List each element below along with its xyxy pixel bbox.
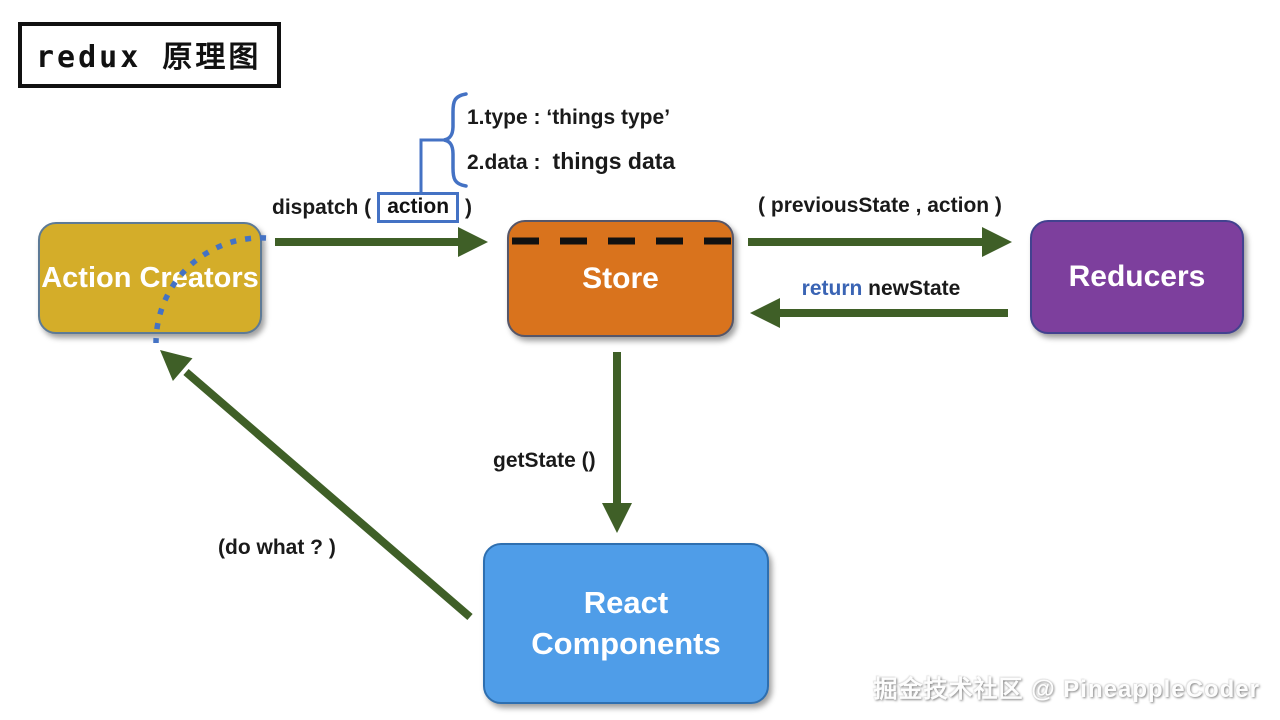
arrow-dispatch — [275, 227, 488, 257]
annotation-type: 1.type : ‘things type’ — [467, 106, 671, 129]
arrow-do-what — [160, 350, 473, 621]
node-action-creators: Action Creators — [38, 222, 262, 334]
label-previous-state: ( previousState , action ) — [758, 194, 1002, 217]
annotation-data-value: things data — [552, 148, 676, 174]
dispatch-prefix: dispatch ( — [272, 195, 372, 219]
label-dispatch: dispatch ( action ) — [272, 192, 472, 223]
annotation-data-label: 2.data : — [467, 151, 541, 174]
node-store: Store — [507, 220, 734, 337]
arrow-store-to-reducers — [748, 227, 1012, 257]
node-reducers: Reducers — [1030, 220, 1244, 334]
watermark: 掘金技术社区 @ PineappleCoder — [873, 676, 1260, 703]
brace-connector-line — [419, 138, 444, 196]
arrow-reducers-to-store — [750, 298, 1008, 328]
diagram-title: redux 原理图 — [18, 22, 282, 88]
label-getstate: getState () — [493, 449, 596, 472]
dispatch-suffix: ) — [465, 195, 473, 219]
node-react-components: React Components — [483, 543, 769, 704]
action-chip: action — [377, 192, 460, 223]
arrow-getstate — [602, 352, 632, 533]
label-return-newstate: return newState — [750, 277, 1012, 301]
return-keyword: return — [801, 277, 863, 300]
return-value: newState — [862, 277, 961, 300]
label-do-what: (do what ? ) — [218, 536, 336, 559]
brace-icon — [443, 92, 468, 188]
annotation-data: 2.data : things data — [467, 148, 675, 175]
